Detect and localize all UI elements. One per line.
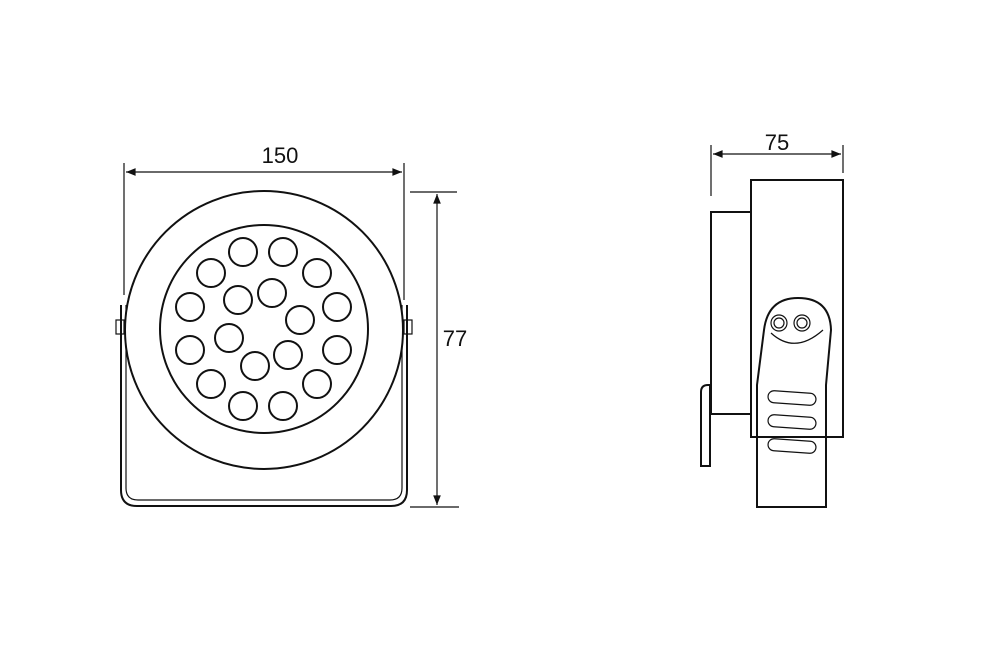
height-dimension: 77 — [410, 191, 467, 508]
led — [214, 323, 244, 353]
depth-label: 75 — [765, 130, 789, 155]
side-view: 75 — [700, 130, 844, 508]
led — [196, 369, 226, 399]
back-plate — [710, 211, 752, 415]
led — [175, 335, 205, 365]
led — [302, 369, 332, 399]
led — [273, 340, 303, 370]
depth-dimension: 75 — [710, 130, 844, 196]
outer-housing — [124, 190, 404, 470]
led — [228, 237, 258, 267]
led — [268, 391, 298, 421]
led — [285, 305, 315, 335]
mount-tab — [700, 384, 711, 467]
pivot-slot — [770, 329, 824, 344]
led — [322, 335, 352, 365]
front-view: 150 77 — [115, 143, 467, 508]
led — [257, 278, 287, 308]
led — [240, 351, 270, 381]
led — [175, 292, 205, 322]
body — [750, 179, 844, 438]
lens-ring — [159, 224, 369, 434]
height-label: 77 — [443, 326, 467, 351]
led — [302, 258, 332, 288]
led — [228, 391, 258, 421]
led — [268, 237, 298, 267]
width-label: 150 — [262, 143, 299, 168]
led-array — [175, 237, 352, 421]
bracket-arm — [756, 296, 833, 508]
led — [196, 258, 226, 288]
led — [322, 292, 352, 322]
vent-slots — [767, 390, 817, 454]
bracket — [115, 305, 413, 507]
width-dimension: 150 — [123, 143, 405, 300]
led — [223, 285, 253, 315]
